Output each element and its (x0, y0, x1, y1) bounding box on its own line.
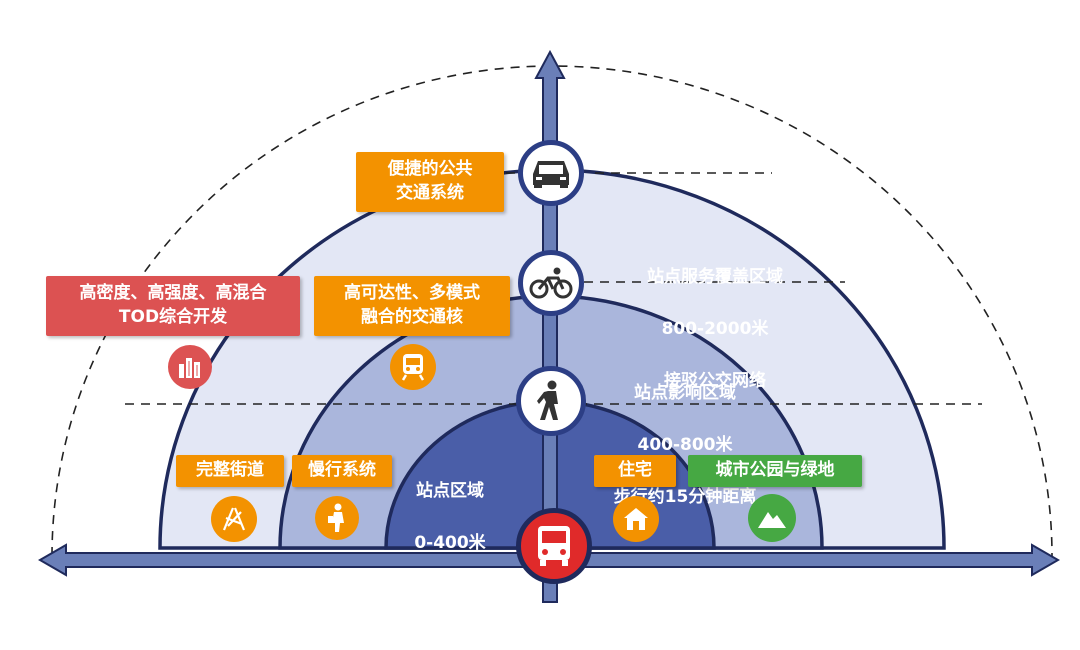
zone-station-walk: 步行约5分钟距离 (384, 585, 516, 605)
car-icon (518, 140, 584, 206)
label-complete-street: 完整街道 (176, 455, 284, 487)
mountain-icon (748, 494, 796, 542)
zone-service-note: 接驳公交网络 (664, 371, 766, 391)
zone-station-range: 0-400米 (414, 533, 486, 553)
label-transit-system: 便捷的公共 交通系统 (356, 152, 504, 212)
zone-service-range: 800-2000米 (661, 319, 769, 339)
label-park-green: 城市公园与绿地 (688, 455, 862, 487)
street-icon (211, 496, 257, 542)
zone-service-name: 站点服务覆盖区域 (647, 267, 783, 287)
label-residential: 住宅 (594, 455, 676, 487)
zone-influence-range: 400-800米 (637, 435, 733, 455)
label-tod-development: 高密度、高强度、高混合 TOD综合开发 (46, 276, 300, 336)
train-icon (390, 344, 436, 390)
buildings-icon (168, 345, 212, 389)
label-slow-system: 慢行系统 (292, 455, 392, 487)
walker-icon (315, 496, 359, 540)
zone-station-name: 站点区域 (416, 481, 484, 501)
zone-station-text: 站点区域 0-400米 步行约5分钟距离 (370, 452, 530, 634)
bicycle-icon (518, 250, 584, 316)
pedestrian-icon (516, 366, 586, 436)
label-transit-core: 高可达性、多模式 融合的交通核 (314, 276, 510, 336)
bus-icon (516, 508, 592, 584)
zone-service-text: 站点服务覆盖区域 800-2000米 接驳公交网络 (620, 238, 810, 420)
house-icon (613, 496, 659, 542)
zone-influence-name: 站点影响区域 (634, 383, 736, 403)
